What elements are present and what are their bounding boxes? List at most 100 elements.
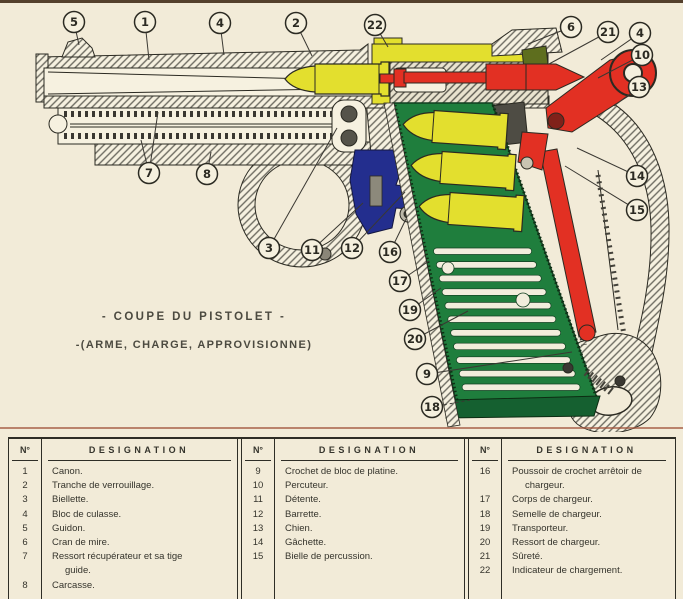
callout-number: 15	[629, 203, 645, 217]
barrel-link	[331, 99, 367, 153]
header-rule	[281, 460, 458, 462]
magazine-spring-slot	[450, 329, 561, 337]
row-designation-continued: chargeur.	[525, 480, 565, 492]
row-designation: Crochet de bloc de platine.	[285, 466, 399, 477]
callout-number: 22	[367, 18, 383, 32]
magazine-spring-slot	[438, 274, 542, 283]
header-rule	[12, 460, 38, 462]
row-number: 16	[479, 466, 491, 477]
backstrap	[589, 95, 670, 373]
callout-1: 1	[133, 10, 157, 34]
table-header: N°DESIGNATION	[469, 439, 672, 460]
callout-circle	[300, 238, 324, 262]
row-number: 4	[22, 508, 28, 520]
designation-header: DESIGNATION	[536, 444, 637, 455]
sear-pin	[520, 156, 534, 170]
header-rule	[472, 460, 498, 462]
column-divider	[41, 439, 43, 599]
row-designation: Ressort de chargeur.	[512, 537, 601, 549]
row-number: 6	[22, 537, 28, 549]
callout-19: 19	[398, 298, 422, 322]
row-number: 19	[479, 522, 491, 534]
butt-spring-section	[583, 368, 615, 396]
callout-leader-line	[426, 351, 573, 375]
callout-circle	[625, 164, 649, 188]
row-number: 3	[22, 494, 28, 506]
callout-number: 17	[392, 274, 408, 288]
callout-6: 6	[559, 15, 583, 39]
callout-circle	[398, 298, 422, 322]
callout-leader-line	[351, 191, 406, 249]
table-row: 13 Chien.	[242, 522, 464, 536]
trigger-slot	[369, 175, 383, 207]
row-number: 5	[22, 522, 28, 534]
magazine-cartridge-3	[418, 191, 525, 233]
callout-circle	[627, 75, 651, 99]
row-designation: Bloc de culasse.	[52, 508, 122, 520]
callout-circle	[403, 327, 427, 351]
callout-number: 16	[382, 245, 398, 259]
row-number: 17	[479, 494, 491, 506]
row-number: 1	[22, 466, 28, 477]
link-pin-top	[340, 105, 358, 123]
magazine-rear-edge-texture	[491, 104, 598, 397]
diagram-caption: - COUPE DU PISTOLET - -(ARME, CHARGE, AP…	[58, 311, 330, 351]
magazine-spring-slot	[433, 247, 532, 255]
row-designation: Sûreté.	[512, 551, 543, 563]
row-number: 21	[479, 551, 491, 563]
callout-circle	[137, 161, 161, 185]
row-designation: Percuteur.	[285, 480, 329, 492]
caption-title: - COUPE DU PISTOLET -	[101, 311, 287, 323]
callout-circle	[625, 198, 649, 222]
hammer-strut	[539, 148, 597, 338]
callout-number: 20	[407, 332, 423, 346]
row-number: 13	[252, 522, 264, 534]
row-number: 14	[252, 537, 264, 549]
callout-circle	[257, 236, 281, 260]
header-rule	[48, 460, 231, 462]
row-designation: Tranche de verrouillage.	[52, 480, 155, 492]
callout-9: 9	[415, 362, 439, 386]
magazine-spring-slot	[447, 315, 557, 323]
callout-number: 14	[629, 169, 645, 183]
callout-circle	[388, 269, 412, 293]
butt-pin-1	[562, 362, 574, 374]
row-number: 11	[253, 494, 263, 506]
magazine-spring-slot	[456, 356, 571, 364]
callout-21: 21	[596, 20, 620, 44]
table-group-divider	[237, 439, 242, 599]
callout-circle	[363, 13, 387, 37]
row-number: 7	[22, 551, 28, 563]
hammer-pivot	[547, 112, 565, 130]
callout-22: 22	[363, 13, 387, 37]
callout-13: 13	[627, 75, 651, 99]
row-number-empty	[469, 479, 501, 493]
callout-number: 10	[634, 48, 650, 62]
callout-circle	[630, 43, 654, 67]
magazine-spring-slot	[461, 383, 581, 391]
spring-plug	[48, 114, 68, 134]
callout-circle	[420, 395, 444, 419]
magazine-spring-slot	[453, 342, 566, 351]
callout-18: 18	[420, 395, 444, 419]
row-number: 15	[252, 551, 264, 563]
callout-leader-line	[311, 202, 364, 251]
row-designation: Chien.	[285, 522, 313, 534]
callout-14: 14	[625, 164, 649, 188]
page-crease-line	[0, 427, 683, 429]
callout-number: 1	[141, 15, 149, 29]
row-number: 12	[252, 508, 264, 520]
callout-circle	[195, 162, 219, 186]
